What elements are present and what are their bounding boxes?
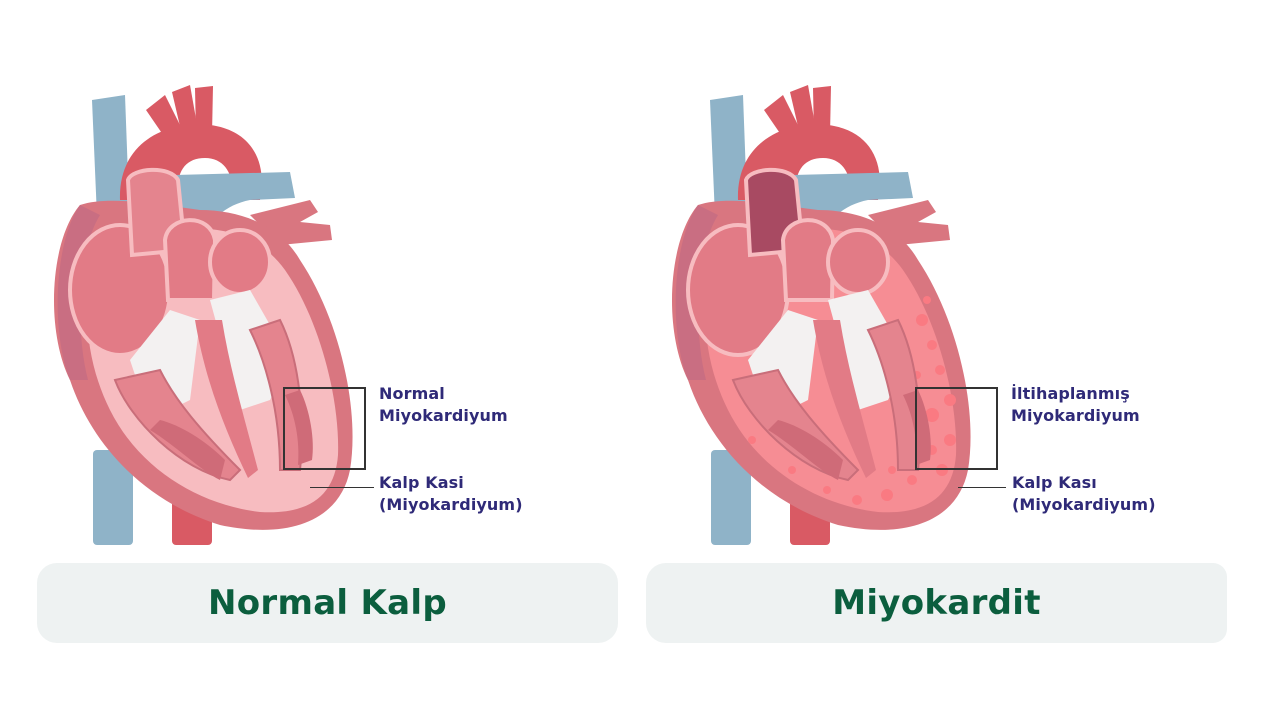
normal-heart-title: Normal Kalp	[207, 583, 448, 623]
normal-myocardium-label: Normal Miyokardiyum	[379, 384, 508, 425]
heart-muscle-label: Kalp Kasi (Miyokardiyum)	[379, 473, 523, 514]
heart-muscle-label: Kalp Kası (Miyokardiyum)	[1012, 473, 1156, 514]
normal-heart-caption: Normal Kalp	[37, 563, 618, 643]
normal-heart-panel: Normal Miyokardiyum Kalp Kasi (Miyokardi…	[53, 85, 523, 545]
myocarditis-heart-illustration	[671, 85, 971, 545]
inflamed-myocardium-box	[915, 387, 998, 470]
myocarditis-title: Miyokardit	[832, 583, 1041, 623]
muscle-leader-line	[310, 487, 374, 488]
normal-myocardium-box	[283, 387, 366, 470]
muscle-leader-line	[958, 487, 1006, 488]
normal-heart-illustration	[53, 85, 353, 545]
inflamed-myocardium-label: İltihaplanmış Miyokardiyum	[1011, 384, 1140, 425]
myocarditis-caption: Miyokardit	[646, 563, 1227, 643]
myocarditis-heart-panel: İltihaplanmış Miyokardiyum Kalp Kası (Mi…	[632, 0, 1272, 720]
